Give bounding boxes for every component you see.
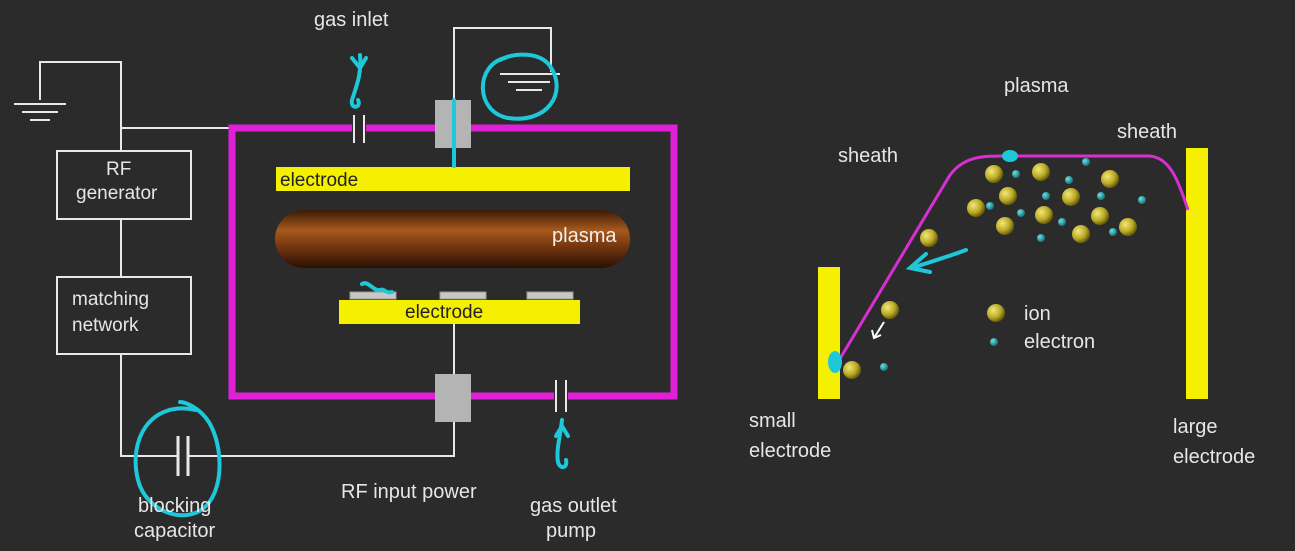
rf-generator-box: RF generator [56, 150, 192, 220]
small-electrode-label-1: small [749, 410, 796, 432]
annotation-marks-left [133, 52, 570, 518]
sheath-left-label: sheath [838, 145, 899, 167]
rf-generator-label-1: RF [106, 159, 132, 180]
gas-inlet-label: gas inlet [314, 9, 389, 31]
matching-network-box: matching network [56, 276, 192, 355]
sheath-highlight-top [1002, 150, 1018, 162]
substrates [349, 291, 574, 300]
electrons [880, 158, 1146, 371]
ions [843, 163, 1137, 379]
circuit-wires [120, 27, 552, 457]
sheath-boundary-curve [836, 154, 1190, 363]
rf-input-power-label: RF input power [341, 481, 477, 503]
sheath-right-label: sheath [1117, 121, 1178, 143]
blocking-capacitor-symbol [176, 436, 190, 476]
gas-outlet-label: gas outlet [530, 495, 617, 517]
ground-symbol-left [14, 61, 122, 150]
bottom-feedthrough [435, 374, 471, 422]
legend-ion-label: ion [1024, 303, 1051, 325]
annotation-marks-right [905, 248, 968, 274]
top-electrode-label: electrode [280, 170, 359, 191]
pump-label: pump [546, 520, 597, 542]
electron-arrow [871, 321, 885, 340]
bottom-electrode-label: electrode [405, 302, 484, 323]
large-electrode-label-2: electrode [1173, 446, 1256, 468]
large-electrode [1186, 148, 1208, 399]
blocking-capacitor-label-1: blocking [138, 495, 212, 517]
top-electrode [276, 167, 630, 191]
legend-electron-label: electron [1024, 331, 1096, 353]
ground-symbol-right [500, 73, 560, 91]
sheath-highlight-bottom [828, 351, 842, 373]
plasma-region-label: plasma [1004, 75, 1069, 97]
small-electrode [818, 267, 840, 399]
plasma-tube-label: plasma [552, 225, 617, 247]
matching-label-2: network [72, 315, 139, 336]
gas-inlet-fitting [352, 115, 366, 143]
large-electrode-label-1: large [1173, 416, 1218, 438]
rf-generator-label-2: generator [76, 183, 158, 204]
small-electrode-label-2: electrode [749, 440, 832, 462]
blocking-capacitor-label-2: capacitor [134, 520, 216, 542]
matching-label-1: matching [72, 289, 150, 310]
plasma-tube [275, 210, 630, 268]
bottom-electrode [339, 300, 580, 324]
gas-outlet-fitting [554, 380, 568, 412]
